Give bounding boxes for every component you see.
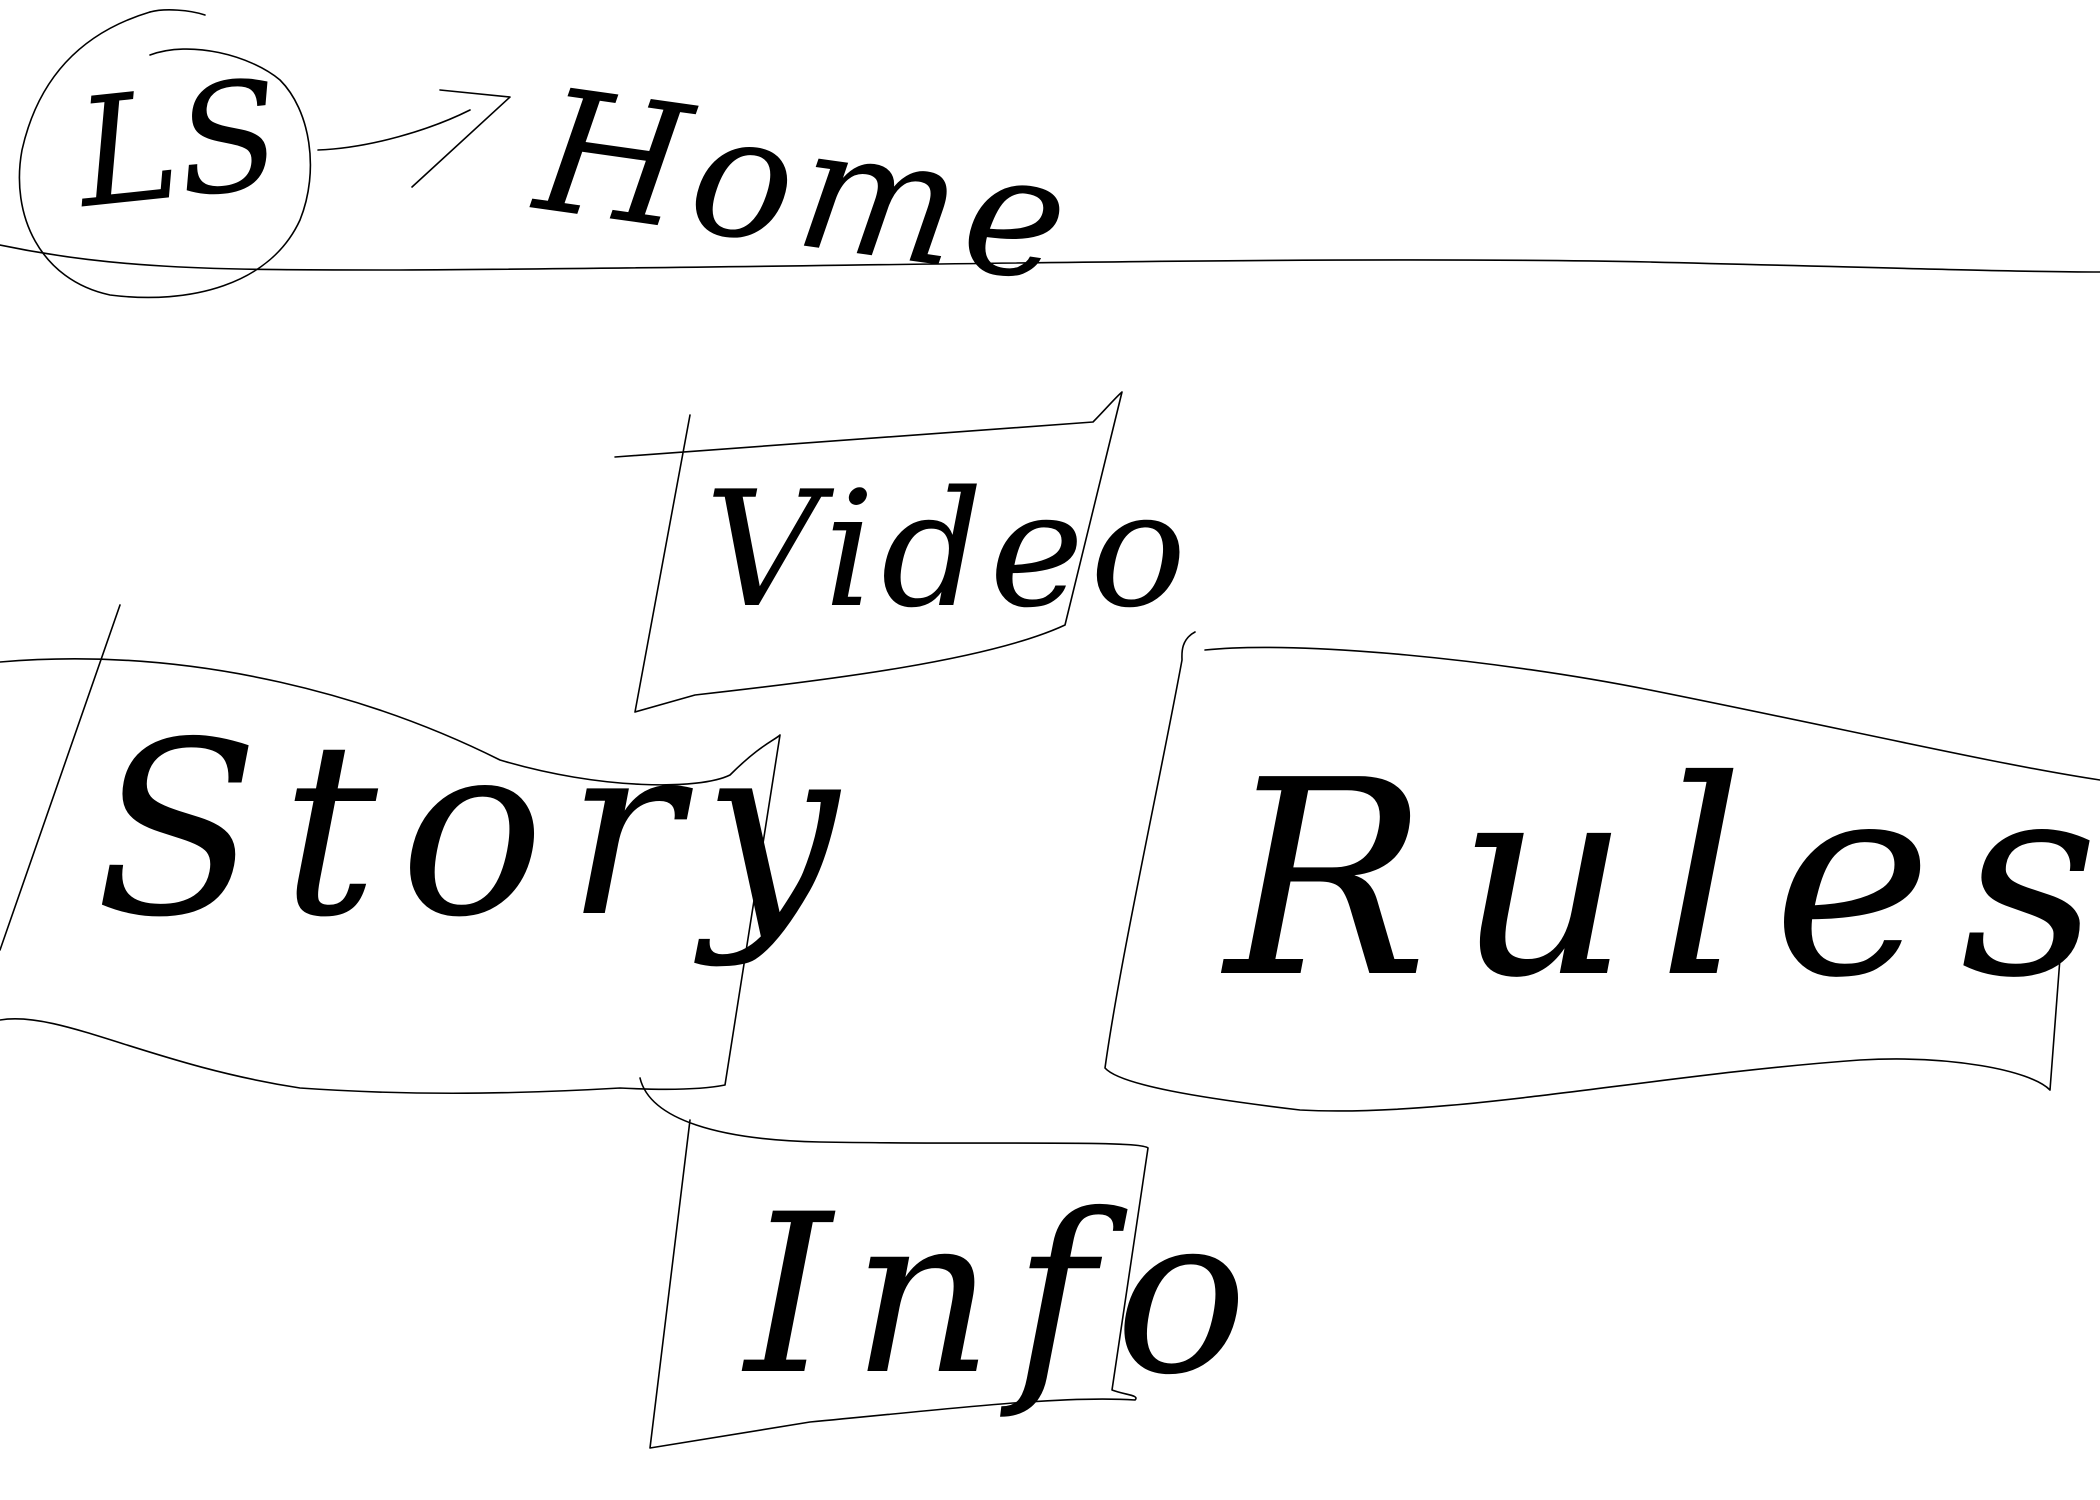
story-button[interactable] (0, 640, 780, 1090)
header-arrow-line (317, 109, 471, 151)
story-button-label: Story (95, 690, 861, 970)
info-box-outline (639, 1077, 1149, 1449)
logo-circle-outline (18, 11, 312, 299)
info-button[interactable] (650, 1090, 1150, 1445)
header-arrow-head (411, 89, 511, 188)
video-button-label: Video (705, 456, 1193, 643)
logo-mark[interactable]: LS (69, 47, 289, 243)
video-box-outline (614, 391, 1123, 713)
header-divider (0, 244, 2100, 273)
story-box-left-edge (0, 604, 121, 951)
info-button-label: Info (745, 1167, 1268, 1423)
rules-button[interactable] (1110, 640, 2060, 1100)
rules-button-label: Rules (1225, 722, 2100, 1037)
logo-circle-tail (149, 9, 206, 16)
rules-box-left-edge (1104, 631, 2061, 1112)
story-box-outline (0, 658, 781, 1095)
rules-box-outline (1204, 646, 2100, 781)
